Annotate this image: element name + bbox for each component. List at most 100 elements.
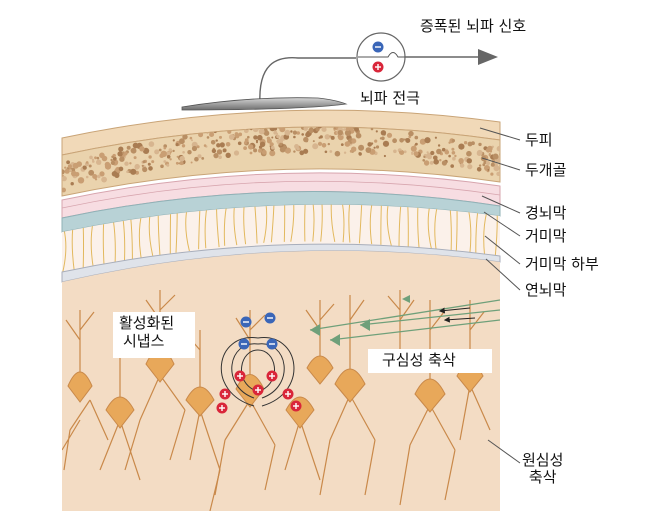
bone-pore (334, 129, 336, 131)
bone-pore (201, 157, 204, 160)
bone-pore (489, 154, 491, 156)
bone-pore (204, 144, 207, 147)
bone-pore (105, 164, 111, 170)
negative-charge (267, 339, 278, 350)
bone-pore (381, 130, 386, 135)
bone-pore (496, 172, 500, 176)
label-centripetal-axon: 구심성 축삭 (368, 349, 492, 373)
bone-pore (285, 130, 291, 136)
bone-pore (97, 175, 101, 179)
positive-charge (220, 389, 231, 400)
bone-pore (123, 151, 127, 155)
bone-pore (491, 163, 495, 167)
bone-pore (99, 153, 105, 159)
positive-charge (283, 389, 294, 400)
bone-pore (216, 139, 218, 141)
bone-pore (442, 160, 447, 165)
bone-pore (346, 127, 350, 131)
bone-pore (176, 162, 179, 165)
bone-pore (164, 147, 167, 150)
label-active-synapse-line1: 활성화된 (119, 314, 195, 332)
bone-pore (83, 166, 87, 170)
bone-pore (384, 155, 386, 157)
bone-pore (119, 157, 124, 162)
bone-pore (110, 159, 112, 161)
bone-pore (478, 143, 481, 146)
bone-pore (243, 146, 247, 150)
bone-pore (318, 142, 322, 146)
bone-pore (415, 136, 419, 140)
positive-charge (253, 385, 264, 396)
bone-pore (270, 142, 274, 146)
label-active-synapse-line2: 시냅스 (119, 332, 195, 350)
bone-pore (338, 130, 343, 135)
bone-pore (211, 140, 216, 145)
bone-pore (238, 142, 242, 146)
bone-pore (329, 150, 332, 153)
bone-pore (392, 138, 397, 143)
bone-pore (415, 143, 418, 146)
bone-pore (92, 174, 97, 179)
bone-pore (325, 151, 328, 154)
amplifier-positive-charge (373, 62, 384, 73)
bone-pore (399, 151, 402, 154)
bone-pore (179, 138, 185, 144)
bone-pore (374, 140, 377, 143)
label-skull: 두개골 (525, 162, 566, 179)
bone-pore (448, 155, 451, 158)
negative-charge (241, 317, 252, 328)
bone-pore (134, 156, 137, 159)
bone-pore (313, 140, 315, 142)
bone-pore (452, 151, 456, 155)
bone-pore (129, 162, 131, 164)
bone-pore (351, 147, 356, 152)
bone-pore (436, 149, 442, 155)
bone-pore (209, 132, 214, 137)
bone-pore (148, 166, 153, 171)
bone-pore (376, 145, 379, 148)
bone-pore (78, 177, 84, 183)
bone-pore (257, 135, 263, 141)
bone-pore (499, 153, 503, 157)
bone-pore (387, 133, 392, 138)
bone-pore (451, 148, 454, 151)
bone-pore (247, 136, 250, 139)
bone-pore (169, 158, 171, 160)
label-subarachnoid: 거미막 하부 (525, 256, 599, 273)
amplifier-negative-charge (373, 42, 384, 53)
bone-pore (423, 156, 425, 158)
bone-pore (218, 155, 222, 159)
bone-pore (192, 146, 197, 151)
electrode-cable (260, 58, 356, 104)
bone-pore (452, 139, 455, 142)
bone-pore (177, 156, 179, 158)
bone-pore (448, 142, 450, 144)
bone-pore (344, 152, 346, 154)
bone-pore (226, 142, 231, 147)
bone-pore (411, 146, 417, 152)
bone-pore (151, 160, 154, 163)
positive-charge (291, 401, 302, 412)
bone-pore (71, 182, 74, 185)
label-centrifugal-axon-line1: 원심성 (522, 452, 563, 469)
bone-pore (376, 130, 378, 132)
bone-pore (65, 169, 70, 174)
bone-pore (131, 148, 137, 154)
bone-pore (271, 137, 273, 139)
bone-pore (69, 169, 72, 172)
bone-pore (322, 143, 327, 148)
bone-pore (207, 136, 210, 139)
bone-pore (343, 128, 346, 131)
bone-pore (276, 135, 280, 139)
bone-pore (161, 151, 167, 157)
label-dura: 경뇌막 (525, 205, 566, 222)
bone-pore (458, 144, 464, 150)
bone-pore (335, 151, 341, 157)
bone-pore (477, 151, 482, 156)
bone-pore (422, 159, 425, 162)
bone-pore (381, 137, 385, 141)
bone-pore (262, 150, 267, 155)
bone-pore (269, 150, 275, 156)
bone-pore (393, 150, 397, 154)
